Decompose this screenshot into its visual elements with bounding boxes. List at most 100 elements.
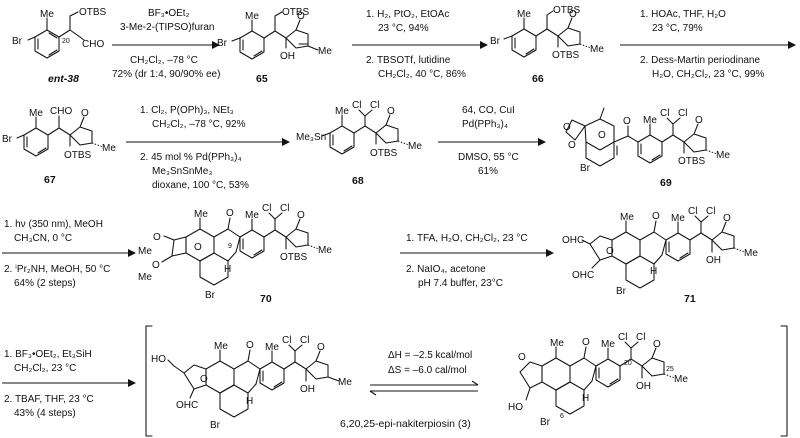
reagent-line: 2. 45 mol % Pd(PPh₃)₄	[140, 152, 242, 163]
label-ohc: OHC	[176, 400, 198, 411]
label-locant-6: 6	[560, 413, 564, 420]
label-me: Me	[408, 141, 422, 152]
label-br: Br	[205, 290, 216, 301]
compound-number-68: 68	[352, 175, 364, 187]
label-o: O	[582, 337, 590, 348]
label-o: O	[653, 339, 661, 350]
reagent-line: 2. Dess-Martin periodinane	[640, 55, 760, 66]
label-cho: CHO	[82, 39, 104, 50]
label-o: O	[246, 340, 254, 351]
product-bracket	[145, 325, 788, 437]
label-me: Me	[40, 9, 54, 20]
compound-70: Me O O Me Me O H Br 9 O Me Cl Cl O OTBS …	[138, 203, 332, 305]
label-otbs: OTBS	[370, 148, 398, 159]
label-me: Me	[138, 246, 152, 257]
label-o: O	[297, 11, 305, 22]
condition-line: CH₂Cl₂, –78 °C	[130, 55, 198, 66]
label-oh: OH	[706, 255, 721, 266]
label-me: Me	[744, 248, 758, 259]
compound-number-66: 66	[532, 73, 544, 85]
label-o: O	[695, 115, 703, 126]
label-cl: Cl	[618, 332, 627, 343]
label-o: O	[723, 213, 731, 224]
label-br: Br	[12, 36, 23, 47]
label-h: H	[650, 266, 657, 277]
reaction-arrow-3: 1. HOAc, THF, H₂O 23 °C, 79% 2. Dess-Mar…	[620, 9, 796, 80]
reagent-line: 1. Cl₂, P(OPh)₃, NEt₃	[140, 105, 234, 116]
label-me3sn: Me₃Sn	[296, 132, 326, 143]
reagent-line: BF₃•OEt₂	[148, 8, 190, 19]
label-ohc: OHC	[572, 270, 594, 281]
compound-number-71: 71	[684, 293, 696, 305]
yield-line: 72% (dr 1:4, 90/90% ee)	[112, 69, 220, 80]
label-me: Me	[517, 9, 531, 20]
label-me: Me	[671, 213, 685, 224]
condition-line: CH₂Cl₂, –78 °C, 92%	[152, 119, 246, 130]
reaction-arrow-6: 1. hν (350 nm), MeOH CH₃CN, 0 °C 2. ⁱPr₂…	[2, 219, 136, 289]
reagent-line: 2. NaIO₄, acetone	[406, 264, 486, 275]
label-otbs: OTBS	[282, 7, 310, 18]
label-otbs: OTBS	[280, 252, 308, 263]
compound-number-ent-38: ent-38	[48, 73, 79, 85]
label-me: Me	[194, 209, 208, 220]
condition-line: CH₃CN, 0 °C	[14, 233, 72, 244]
reaction-arrow-1: BF₃•OEt₂ 3-Me-2-(TIPSO)furan CH₂Cl₂, –78…	[112, 8, 220, 80]
label-o: O	[598, 130, 606, 141]
label-o: O	[81, 108, 89, 119]
label-br: Br	[540, 417, 551, 428]
reagent-line: 3-Me-2-(TIPSO)furan	[120, 22, 214, 33]
label-cl: Cl	[678, 108, 687, 119]
label-br: Br	[616, 286, 627, 297]
label-me: Me	[601, 339, 615, 350]
label-oh: OH	[280, 51, 295, 62]
condition-line: DMSO, 55 °C	[458, 152, 519, 163]
reagent-line: 1. HOAc, THF, H₂O	[640, 9, 726, 20]
label-o: O	[606, 246, 614, 257]
label-cl: Cl	[300, 335, 309, 346]
reagent-line: 2. TBSOTf, lutidine	[366, 55, 451, 66]
reagent-line: 1. hν (350 nm), MeOH	[4, 219, 103, 230]
label-cl: Cl	[636, 332, 645, 343]
reaction-arrow-8: 1. BF₃•OEt₂, Et₃SiH CH₂Cl₂, 23 °C 2. TBA…	[2, 349, 136, 419]
label-h: H	[246, 396, 253, 407]
label-o: O	[153, 232, 161, 243]
label-o: O	[152, 260, 160, 271]
condition-line: CH₂Cl₂, 40 °C, 86%	[378, 69, 466, 80]
reagent-line: 23 °C, 94%	[378, 23, 429, 34]
label-otbs: OTBS	[64, 150, 92, 161]
thermo-line: ΔS = –6.0 cal/mol	[388, 365, 467, 376]
label-me: Me	[643, 115, 657, 126]
reagent-line: 2. TBAF, THF, 23 °C	[4, 394, 94, 405]
label-o: O	[652, 211, 660, 222]
label-cl: Cl	[370, 100, 379, 111]
compound-number-70: 70	[260, 293, 272, 305]
label-locant-25: 25	[666, 366, 674, 373]
label-oh: OH	[300, 384, 315, 395]
label-me: Me	[245, 210, 259, 221]
label-me: Me	[716, 150, 730, 161]
label-o: O	[317, 342, 325, 353]
reagent-line: 1. BF₃•OEt₂, Et₃SiH	[4, 349, 92, 360]
label-me: Me	[29, 108, 43, 119]
label-o: O	[200, 374, 208, 385]
label-locant-20: 20	[62, 38, 70, 45]
label-br: Br	[210, 420, 221, 431]
compound-nakiterpiosin-form-1: HO Me O OHC Br H O Me Cl Cl O OH Me	[151, 335, 352, 431]
reaction-arrow-7: 1. TFA, H₂O, CH₂Cl₂, 23 °C 2. NaIO₄, ace…	[400, 233, 554, 289]
label-me: Me	[138, 272, 152, 283]
compound-nakiterpiosin-form-2: O Me HO Br 6 H O Me 20 Cl Cl O OH 25 Me	[508, 332, 688, 428]
label-h: H	[224, 264, 231, 275]
label-me: Me	[335, 106, 349, 117]
label-o: O	[226, 208, 234, 219]
compound-69: O O O Br O Me Cl Cl O OTBS Me 69	[563, 107, 730, 189]
label-o: O	[297, 210, 305, 221]
label-h: H	[582, 393, 589, 404]
condition-line: pH 7.4 buffer, 23°C	[418, 278, 503, 289]
label-locant-20: 20	[624, 360, 632, 367]
compound-number-65: 65	[256, 73, 268, 85]
label-me: Me	[550, 338, 564, 349]
reaction-arrow-4: 1. Cl₂, P(OPh)₃, NEt₃ CH₂Cl₂, –78 °C, 92…	[126, 105, 290, 191]
label-o: O	[563, 122, 571, 133]
label-cl: Cl	[282, 335, 291, 346]
